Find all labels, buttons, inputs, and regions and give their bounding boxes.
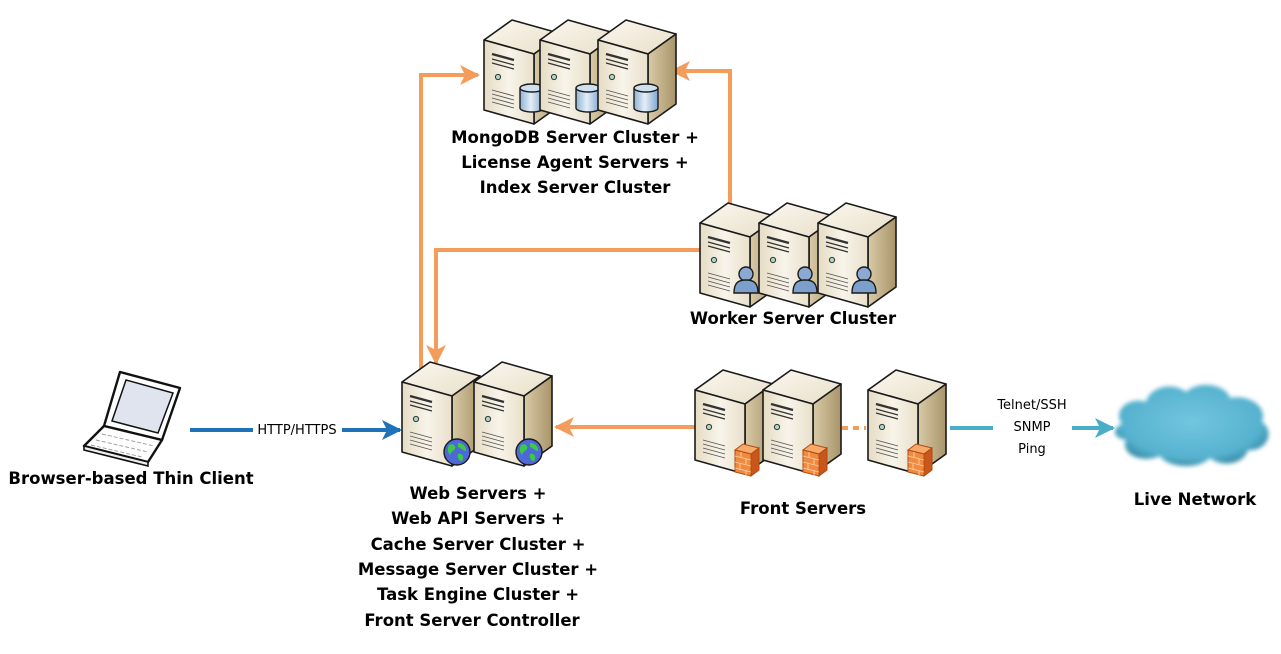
- node-label-line: Web Servers +: [409, 484, 546, 503]
- edge-worker-to-web: [426, 248, 700, 365]
- node-label-line: Front Servers: [740, 499, 866, 518]
- node-label-line: Live Network: [1134, 490, 1257, 509]
- database-server-icon: [596, 18, 678, 126]
- node-worker-cluster[interactable]: Worker Server Cluster: [690, 201, 898, 328]
- node-label-line: Cache Server Cluster +: [371, 535, 586, 554]
- node-label-line: Web API Servers +: [391, 509, 565, 528]
- laptop-icon: [82, 370, 182, 468]
- web-server-icon: [472, 360, 554, 468]
- firewall-server-icon: [761, 368, 843, 477]
- node-web-servers[interactable]: Web Servers + Web API Servers + Cache Se…: [358, 360, 598, 630]
- firewall-server-icon: [866, 368, 948, 477]
- web-server-icon: [400, 360, 482, 468]
- node-live-network[interactable]: Live Network: [1114, 384, 1269, 509]
- cloud-icon: [1114, 384, 1269, 467]
- node-label-line: Task Engine Cluster +: [377, 585, 579, 604]
- edge-worker-to-mongodb: [670, 61, 732, 220]
- node-thin-client[interactable]: Browser-based Thin Client: [8, 370, 254, 488]
- node-label-line: MongoDB Server Cluster +: [451, 128, 699, 147]
- node-front-servers[interactable]: Front Servers: [693, 368, 948, 518]
- node-label-line: Message Server Cluster +: [358, 560, 598, 579]
- node-label-line: License Agent Servers +: [461, 153, 688, 172]
- node-label-line: Front Server Controller: [364, 611, 580, 630]
- edge-label-protocol-ping: Ping: [1018, 442, 1046, 457]
- node-label-line: Index Server Cluster: [480, 178, 672, 197]
- edge-label-protocol-snmp: SNMP: [1013, 420, 1050, 435]
- edge-web-to-mongodb: [419, 65, 480, 378]
- node-label-line: Browser-based Thin Client: [8, 469, 253, 488]
- edge-label-protocol-telnet: Telnet/SSH: [996, 398, 1066, 413]
- node-label-line: Worker Server Cluster: [690, 309, 897, 328]
- worker-server-icon: [816, 201, 898, 309]
- firewall-server-icon: [693, 368, 775, 477]
- edge-label-http: HTTP/HTTPS: [257, 423, 336, 438]
- node-mongodb-cluster[interactable]: MongoDB Server Cluster + License Agent S…: [451, 18, 699, 197]
